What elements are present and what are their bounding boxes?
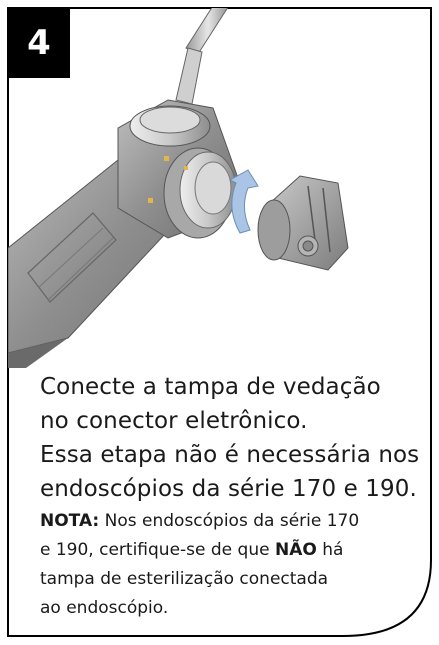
- note-text: há: [316, 540, 344, 560]
- note-line: ao endoscópio.: [40, 598, 169, 618]
- note-line: NOTA: Nos endoscópios da série 170: [40, 507, 420, 535]
- electronic-connector: [117, 8, 239, 239]
- instruction-line: Essa etapa não é necessária nos: [40, 442, 420, 468]
- note-emphasis: NÃO: [274, 540, 317, 560]
- instruction-line: no conector eletrônico.: [40, 408, 308, 434]
- note-line: e 190, certifique-se de que NÃO há: [40, 536, 420, 564]
- instruction-line: Conecte a tampa de vedação: [40, 374, 381, 400]
- instruction-line: endoscópios da série 170 e 190.: [40, 476, 417, 502]
- note-label: NOTA:: [40, 511, 100, 531]
- seal-cap-illustration: [8, 8, 349, 368]
- note-text: Nos endoscópios da série 170: [99, 511, 360, 531]
- step-number-badge: 4: [8, 8, 70, 78]
- instruction-text: Conecte a tampa de vedação no conector e…: [40, 370, 420, 622]
- note-line: tampa de esterilização conectada: [40, 569, 329, 589]
- seal-cap: [257, 175, 349, 271]
- note-text: e 190, certifique-se de que: [40, 540, 275, 560]
- rotation-arrow-icon: [228, 169, 259, 234]
